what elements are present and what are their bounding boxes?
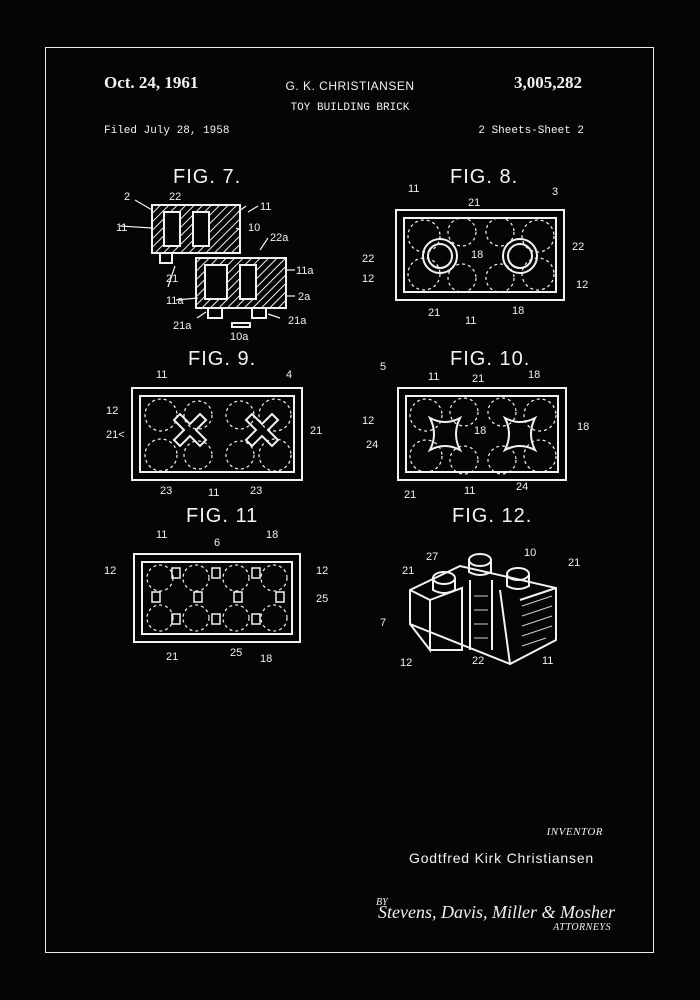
svg-text:11: 11 <box>156 529 167 541</box>
ref-22: 22 <box>169 191 181 203</box>
svg-text:21: 21 <box>468 197 480 209</box>
fig-8-label: FIG. 8. <box>450 166 518 188</box>
svg-text:22: 22 <box>472 655 484 667</box>
svg-text:21: 21 <box>310 425 322 437</box>
inventor-label: INVENTOR <box>546 826 603 838</box>
svg-text:6: 6 <box>214 537 220 549</box>
ref-22a: 22a <box>270 232 289 244</box>
patent-number: 3,005,282 <box>514 73 582 92</box>
patent-date: Oct. 24, 1961 <box>104 73 199 92</box>
svg-text:12: 12 <box>400 657 412 669</box>
ref-21a: 21a <box>288 315 307 327</box>
svg-text:7: 7 <box>380 617 386 629</box>
svg-text:12: 12 <box>104 565 116 577</box>
svg-text:Stevens, Davis, Miller & Moshe: Stevens, Davis, Miller & Mosher <box>378 902 616 922</box>
svg-text:25: 25 <box>230 647 242 659</box>
attorneys-label: ATTORNEYS <box>553 922 611 933</box>
svg-text:18: 18 <box>266 529 278 541</box>
svg-text:11: 11 <box>465 315 476 327</box>
ref-11a: 11a <box>166 295 184 307</box>
svg-text:18: 18 <box>577 421 589 433</box>
svg-text:12: 12 <box>576 279 588 291</box>
fig-11-label: FIG. 11 <box>186 505 258 527</box>
svg-text:11: 11 <box>464 485 475 497</box>
svg-text:21: 21 <box>428 307 440 319</box>
svg-text:22: 22 <box>572 241 584 253</box>
sheet-border <box>45 47 654 953</box>
svg-text:18: 18 <box>528 369 540 381</box>
attorneys-signature: Stevens, Davis, Miller & Mosher <box>378 902 616 922</box>
svg-text:18: 18 <box>512 305 524 317</box>
svg-text:24: 24 <box>516 481 528 493</box>
svg-text:11: 11 <box>428 371 439 383</box>
filed-date: Filed July 28, 1958 <box>104 125 230 137</box>
ref-21: 21 <box>166 273 178 285</box>
ref-11: 11 <box>116 222 127 234</box>
ref-11a: 11a <box>296 265 314 277</box>
inventor-header: G. K. CHRISTIANSEN <box>285 79 415 93</box>
ref-21a: 21a <box>173 320 192 332</box>
svg-text:27: 27 <box>426 551 438 563</box>
ref-10a: 10a <box>230 331 249 343</box>
patent-title: TOY BUILDING BRICK <box>290 102 410 114</box>
figure-11: FIG. 11 11 6 18 12 12 25 21 25 18 <box>104 505 328 665</box>
ref-10: 10 <box>248 222 260 234</box>
svg-text:11: 11 <box>408 183 419 195</box>
svg-text:21: 21 <box>472 373 484 385</box>
svg-text:18: 18 <box>471 249 483 261</box>
svg-text:21: 21 <box>166 651 178 663</box>
ref-2a: 2a <box>298 291 311 303</box>
svg-text:12: 12 <box>362 273 374 285</box>
svg-text:18: 18 <box>260 653 272 665</box>
ref-11: 11 <box>260 201 271 213</box>
sheet-count: 2 Sheets-Sheet 2 <box>478 125 584 137</box>
inventor-name: Godtfred Kirk Christiansen <box>409 850 594 866</box>
svg-text:5: 5 <box>380 361 386 373</box>
svg-text:11: 11 <box>156 369 167 381</box>
svg-text:21: 21 <box>568 557 580 569</box>
svg-text:21: 21 <box>402 565 414 577</box>
svg-text:12: 12 <box>316 565 328 577</box>
svg-text:12: 12 <box>106 405 118 417</box>
fig-10-label: FIG. 10. <box>450 348 530 370</box>
svg-text:3: 3 <box>552 186 558 198</box>
figure-10: FIG. 10. 5 11 21 18 12 18 18 24 21 11 24 <box>362 348 589 501</box>
svg-text:21: 21 <box>404 489 416 501</box>
svg-text:22: 22 <box>362 253 374 265</box>
fig-9-label: FIG. 9. <box>188 348 256 370</box>
figure-9: FIG. 9. 11 4 12 21< 21 23 11 23 <box>106 348 322 499</box>
svg-text:12: 12 <box>362 415 374 427</box>
svg-text:23: 23 <box>250 485 262 497</box>
svg-text:18: 18 <box>474 425 486 437</box>
fig-7-label: FIG. 7. <box>173 166 241 188</box>
svg-text:4: 4 <box>286 369 292 381</box>
svg-text:25: 25 <box>316 593 328 605</box>
svg-text:11: 11 <box>542 655 553 667</box>
figure-12: FIG. 12. 27 10 21 21 7 12 22 11 <box>380 505 580 669</box>
ref-2: 2 <box>124 191 130 203</box>
figure-8: FIG. 8. 11 3 21 22 12 18 22 12 21 11 18 <box>362 166 588 327</box>
fig-12-label: FIG. 12. <box>452 505 532 527</box>
svg-text:21<: 21< <box>106 429 125 441</box>
by-label: BY <box>376 897 388 908</box>
svg-text:24: 24 <box>366 439 378 451</box>
svg-text:23: 23 <box>160 485 172 497</box>
figure-7: FIG. 7. <box>116 166 314 343</box>
svg-text:11: 11 <box>208 487 219 499</box>
svg-text:10: 10 <box>524 547 536 559</box>
